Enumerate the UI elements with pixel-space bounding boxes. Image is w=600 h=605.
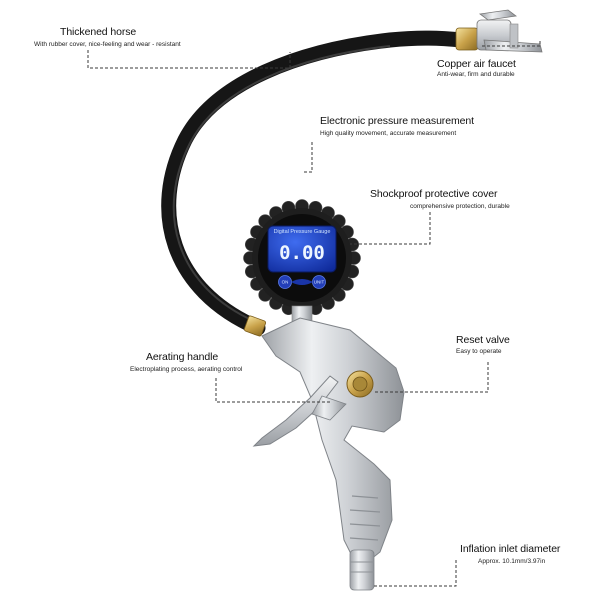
leader-inlet [374, 560, 457, 587]
leader-hose [87, 50, 291, 69]
inlet-subtitle: Approx. 10.1mm/3.97in [478, 558, 546, 565]
lcd-display: Digital Pressure Gauge 0.00 [267, 225, 337, 273]
reset-subtitle: Easy to operate [456, 348, 502, 355]
leader-lines [87, 40, 541, 587]
faucet-subtitle: Anti-wear, firm and durable [437, 71, 515, 78]
leader-handle [215, 378, 330, 403]
hose-highlight [172, 45, 391, 323]
leader-pressure [302, 142, 313, 173]
pressure-subtitle: High quality movement, accurate measurem… [320, 130, 457, 137]
on-button-label: ON [282, 280, 289, 285]
hose [161, 30, 470, 336]
aerating-handle [252, 375, 347, 447]
leader-faucet [482, 40, 541, 47]
handle-title: Aerating handle [146, 351, 219, 363]
pressure-reading: 0.00 [279, 242, 325, 264]
lcd-label: Digital Pressure Gauge [274, 229, 331, 235]
hose-title: Thickened horse [60, 26, 137, 38]
leader-cover [350, 212, 431, 245]
cover-subtitle: comprehensive protection, durable [410, 203, 510, 210]
leader-reset [374, 362, 489, 393]
gauge-buttons: ON UNIT [278, 275, 326, 289]
faucet-title: Copper air faucet [437, 58, 516, 70]
inlet-title: Inflation inlet diameter [460, 543, 561, 555]
unit-button-label: UNIT [314, 280, 325, 285]
hose-connector [243, 315, 267, 337]
pressure-title: Electronic pressure measurement [320, 115, 474, 127]
reset-valve [346, 370, 374, 398]
handle-subtitle: Electroplating process, aerating control [130, 366, 243, 373]
inflator-gun-body [261, 317, 405, 591]
cover-title: Shockproof protective cover [370, 188, 498, 200]
reset-title: Reset valve [456, 334, 510, 346]
hose-subtitle: With rubber cover, nice-feeling and wear… [34, 41, 181, 48]
